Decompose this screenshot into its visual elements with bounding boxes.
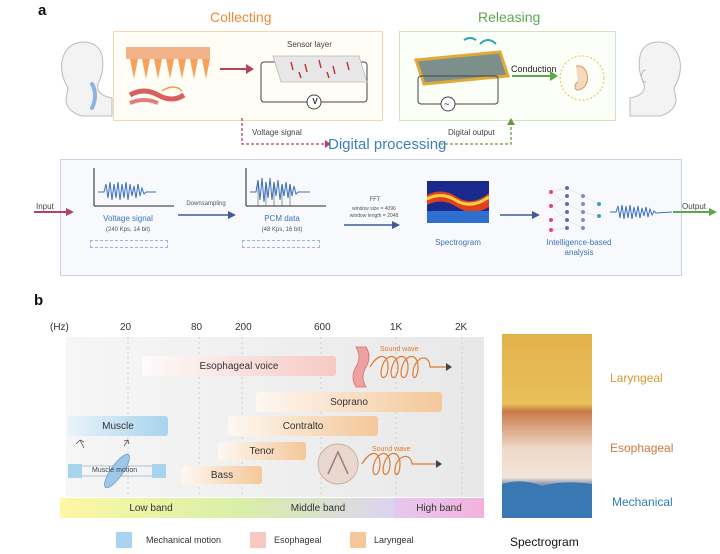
sensor-circuit-icon (260, 55, 368, 110)
tick-1k: 1K (390, 322, 403, 333)
output-label: Output (682, 202, 707, 211)
panel-b-letter: b (34, 292, 44, 309)
input-arrow-icon (34, 208, 74, 216)
bar-contralto: Contralto (228, 416, 378, 436)
digital-connector-icon (241, 118, 515, 148)
spec-label-mechanical: Mechanical (612, 495, 673, 509)
bar-bass: Bass (182, 466, 262, 484)
legend-laryngeal-swatch (350, 532, 366, 548)
digital-output-label: Digital output (448, 128, 495, 137)
tick-20: 20 (120, 322, 132, 333)
legend-mechanical-label: Mechanical motion (146, 535, 222, 545)
larynx-sound-wave-icon (317, 443, 442, 485)
legend-esophageal-swatch (250, 532, 266, 548)
step-ai-title-1: Intelligence-based (546, 238, 612, 247)
downsampling-label: Downsampling (186, 201, 226, 207)
speaker-circuit-icon: ~ (413, 37, 605, 112)
step-pcm-title: PCM data (264, 214, 300, 223)
bar-tenor: Tenor (218, 442, 306, 460)
bar-esophageal-voice: Esophageal voice (142, 356, 336, 376)
output-waveform-icon (610, 204, 672, 220)
fft-label: FFT (369, 197, 381, 203)
step-spectrogram-title: Spectrogram (435, 238, 481, 247)
head-left-icon (61, 41, 113, 117)
neural-network-icon (549, 186, 601, 232)
spec-label-esophageal: Esophageal (610, 441, 674, 455)
panel-a-letter: a (38, 2, 47, 19)
digital-processing-title: Digital processing (328, 136, 447, 153)
fft-params-1: window size = 4096 (352, 206, 396, 212)
releasing-title: Releasing (478, 9, 541, 25)
pcm-buffer-bar (242, 240, 320, 248)
svg-text:~: ~ (444, 99, 449, 109)
fft-params-2: window length = 2048 (349, 213, 399, 219)
voltage-buffer-bar (90, 240, 168, 248)
tick-200: 200 (235, 322, 252, 333)
sound-wave-label-1: Sound wave (380, 346, 419, 353)
hz-unit: (Hz) (50, 322, 69, 333)
legend-mechanical-swatch (116, 532, 132, 548)
sound-wave-label-2: Sound wave (372, 446, 411, 453)
bar-soprano: Soprano (256, 392, 442, 412)
step-voltage-sub: (240 Kps, 14 bit) (105, 227, 151, 233)
voltage-waveform-icon (93, 168, 174, 207)
pcm-waveform-icon (245, 168, 326, 207)
step-ai-title-2: analysis (564, 248, 594, 257)
input-label: Input (36, 202, 54, 211)
band-low: Low band (60, 498, 242, 518)
head-right-icon (629, 41, 681, 117)
output-arrow-icon (673, 208, 717, 216)
legend-esophageal-label: Esophageal (274, 535, 322, 545)
sensor-layer-label: Sensor layer (287, 40, 332, 49)
spec-label-laryngeal: Laryngeal (610, 371, 663, 385)
downsampling-arrow-icon (178, 211, 236, 219)
voltage-signal-label: Voltage signal (252, 128, 302, 137)
fft-arrow-icon (344, 221, 400, 229)
spectrogram-image (502, 334, 592, 518)
tick-80: 80 (191, 322, 203, 333)
collecting-title: Collecting (210, 9, 272, 25)
spectrogram-title: Spectrogram (510, 535, 579, 549)
arrow-to-sensor-icon (220, 64, 254, 74)
electrode-array-icon (126, 47, 210, 105)
processing-box (60, 159, 682, 276)
step-voltage-title: Voltage signal (103, 214, 153, 223)
muscle-motion-label: Muscle motion (92, 467, 138, 474)
analysis-arrow-icon (500, 211, 540, 219)
band-high: High band (394, 498, 484, 518)
voltmeter-symbol: V (312, 97, 318, 106)
step-pcm-sub: (48 Kps, 16 bit) (261, 227, 303, 233)
band-middle: Middle band (242, 498, 394, 518)
spectrogram-mini-icon (427, 181, 489, 223)
tick-600: 600 (314, 322, 331, 333)
legend-laryngeal-label: Laryngeal (374, 535, 414, 545)
muscle-motion-icon (68, 439, 166, 489)
conduction-label: Conduction (511, 64, 557, 74)
bar-muscle: Muscle (68, 416, 168, 436)
throat-sound-wave-icon (352, 346, 452, 388)
tick-2k: 2K (455, 322, 468, 333)
